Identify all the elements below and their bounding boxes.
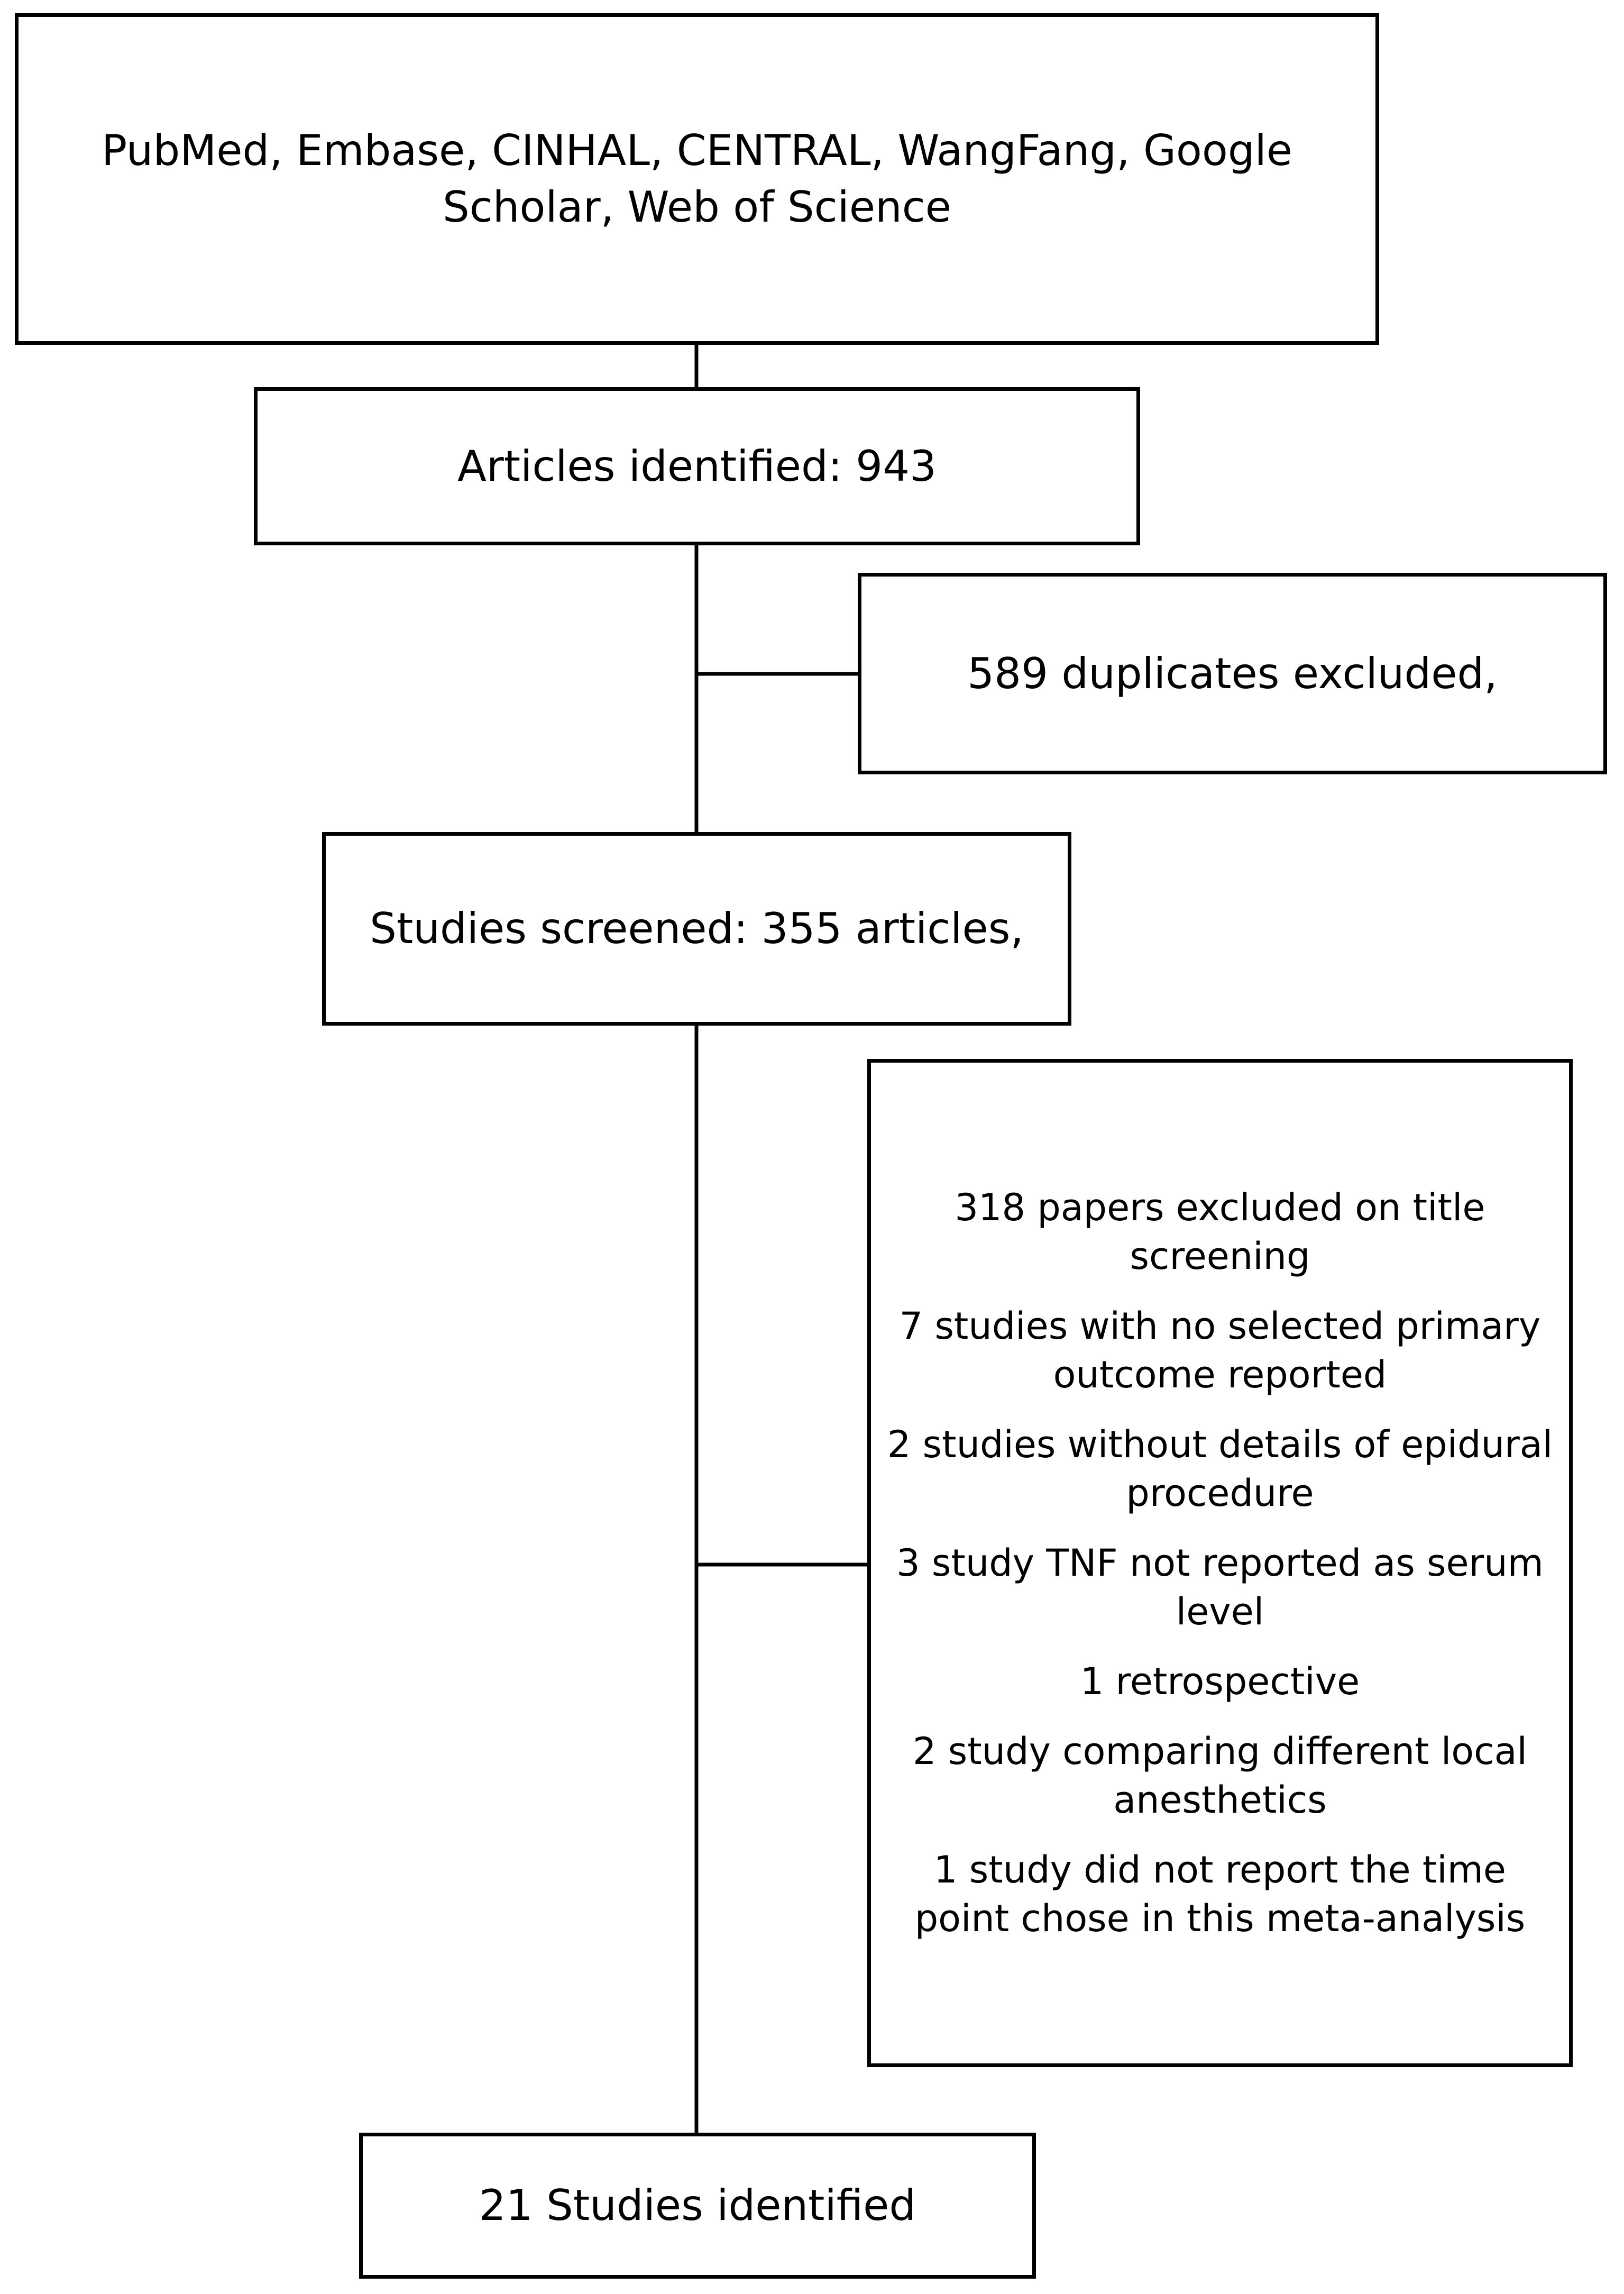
final-studies-label: 21 Studies identified xyxy=(479,2181,916,2230)
exclusion-item: 2 study comparing different local anesth… xyxy=(913,1730,1527,1822)
exclusion-item: 3 study TNF not reported as serum level xyxy=(896,1541,1544,1633)
sources-box: PubMed, Embase, CINHAL, CENTRAL, WangFan… xyxy=(15,13,1379,345)
sources-label: PubMed, Embase, CINHAL, CENTRAL, WangFan… xyxy=(101,126,1293,232)
exclusion-item: 1 retrospective xyxy=(1080,1660,1360,1703)
articles-identified-label: Articles identified: 943 xyxy=(457,441,937,491)
exclusions-box: 318 papers excluded on title screening 7… xyxy=(867,1059,1573,2067)
duplicates-excluded-label: 589 duplicates excluded, xyxy=(967,648,1498,698)
studies-screened-label: Studies screened: 355 articles, xyxy=(370,904,1024,953)
duplicates-excluded-box: 589 duplicates excluded, xyxy=(858,573,1607,774)
exclusion-item: 2 studies without details of epidural pr… xyxy=(887,1423,1553,1515)
exclusion-item: 7 studies with no selected primary outco… xyxy=(899,1304,1541,1396)
exclusion-item: 318 papers excluded on title screening xyxy=(955,1186,1485,1278)
articles-identified-box: Articles identified: 943 xyxy=(254,387,1140,545)
final-studies-box: 21 Studies identified xyxy=(359,2133,1036,2279)
studies-screened-box: Studies screened: 355 articles, xyxy=(322,832,1071,1026)
exclusion-item: 1 study did not report the time point ch… xyxy=(914,1848,1526,1940)
